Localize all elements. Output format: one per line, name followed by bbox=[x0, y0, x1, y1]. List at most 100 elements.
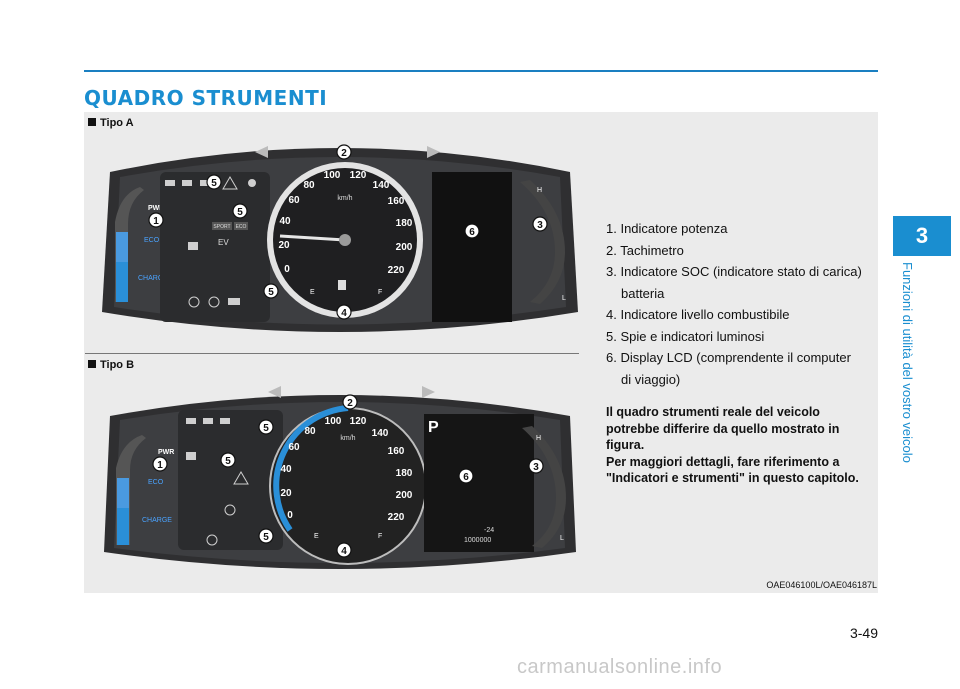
warning-triangle-icon bbox=[222, 176, 238, 190]
eco-label: ECO bbox=[144, 237, 160, 244]
fuel-full-label: F bbox=[378, 289, 382, 296]
svg-text:5: 5 bbox=[263, 532, 269, 543]
disclaimer-line-1: Il quadro strumenti reale del veicolo po… bbox=[606, 405, 840, 452]
cluster-a-illustration: PWR ECO CHARGE SPORT ECO EV 0 20 40 60 8… bbox=[102, 144, 578, 332]
eco-mode-box bbox=[234, 222, 248, 230]
cluster-b: PWR ECO CHARGE 0 20 40 60 80 100 120 140… bbox=[100, 380, 580, 580]
soc-high-label: H bbox=[536, 435, 541, 442]
top-rule bbox=[84, 70, 878, 72]
charge-label: CHARGE bbox=[138, 275, 168, 282]
callout-legend-item: 1. Indicatore potenza bbox=[606, 218, 876, 240]
svg-text:6: 6 bbox=[469, 227, 475, 238]
speed-tick-20: 20 bbox=[278, 240, 290, 251]
speed-tick-80: 80 bbox=[303, 180, 315, 191]
svg-text:3: 3 bbox=[533, 462, 539, 473]
callout-legend-text: 6. Display LCD (comprendente il computer bbox=[606, 350, 851, 365]
callout-2: 2 bbox=[336, 144, 352, 160]
svg-text:4: 4 bbox=[341, 546, 347, 557]
svg-text:5: 5 bbox=[268, 287, 274, 298]
speedometer-dial bbox=[269, 407, 427, 565]
cluster-a: PWR ECO CHARGE SPORT ECO EV 0 20 40 60 8… bbox=[100, 132, 580, 342]
image-credit: OAE046100L/OAE046187L bbox=[766, 580, 877, 590]
speed-unit-label: km/h bbox=[337, 195, 352, 202]
fuel-full-label: F bbox=[378, 533, 382, 540]
callout-badges: 1 2 3 4 5 5 5 6 bbox=[148, 144, 548, 320]
speed-tick-40: 40 bbox=[280, 464, 292, 475]
callout-5b: 5 bbox=[220, 452, 236, 468]
power-label: PWR bbox=[148, 205, 164, 212]
warning-lights-panel bbox=[178, 410, 283, 550]
page-number: 3-49 bbox=[849, 625, 878, 641]
callout-5a: 5 bbox=[258, 419, 274, 435]
svg-text:1: 1 bbox=[153, 216, 159, 227]
svg-text:2: 2 bbox=[347, 398, 353, 409]
sport-mode-label: SPORT bbox=[213, 224, 230, 230]
fuel-empty-label: E bbox=[314, 533, 319, 540]
left-turn-arrow-icon bbox=[255, 146, 268, 158]
callout-4: 4 bbox=[336, 542, 352, 558]
eco-label: ECO bbox=[148, 479, 164, 486]
car-icon bbox=[228, 298, 240, 305]
battery-icon bbox=[188, 242, 198, 250]
callout-4: 4 bbox=[336, 304, 352, 320]
speed-tick-80: 80 bbox=[304, 426, 316, 437]
variant-a-label: Tipo A bbox=[88, 117, 134, 129]
ev-mode-label: EV bbox=[218, 238, 229, 247]
callout-legend-text: 1. Indicatore potenza bbox=[606, 221, 728, 236]
soc-low-label: L bbox=[562, 295, 566, 302]
warning-lights-panel bbox=[160, 172, 270, 322]
power-label: PWR bbox=[158, 449, 174, 456]
left-turn-arrow-icon bbox=[268, 386, 281, 398]
soc-gauge-outline bbox=[522, 426, 566, 548]
warning-lights-icons bbox=[165, 176, 256, 308]
callout-legend: 1. Indicatore potenza 2. Tachimetro 3. I… bbox=[606, 218, 876, 390]
callout-legend-text: 4. Indicatore livello combustibile bbox=[606, 307, 790, 322]
odometer: 1000000 bbox=[464, 537, 491, 544]
speed-tick-140: 140 bbox=[372, 428, 389, 439]
callout-legend-text: 5. Spie e indicatori luminosi bbox=[606, 328, 765, 344]
callout-3: 3 bbox=[528, 458, 544, 474]
headlight-icon bbox=[165, 180, 175, 186]
speed-tick-60: 60 bbox=[288, 442, 300, 453]
variant-a-text: Tipo A bbox=[100, 117, 134, 129]
speed-tick-0: 0 bbox=[287, 510, 293, 521]
speed-tick-100: 100 bbox=[324, 170, 341, 181]
lcd-display bbox=[432, 172, 512, 322]
speed-tick-200: 200 bbox=[396, 490, 413, 501]
low-beam-icon bbox=[182, 180, 192, 186]
speed-tick-100: 100 bbox=[325, 416, 342, 427]
callout-legend-item: 3. Indicatore SOC (indicatore stato di c… bbox=[606, 261, 876, 304]
callout-2: 2 bbox=[342, 394, 358, 410]
eco-mode-label: ECO bbox=[236, 224, 247, 230]
svg-text:6: 6 bbox=[463, 472, 469, 483]
soc-gauge-outline bbox=[520, 180, 565, 304]
callout-6: 6 bbox=[464, 223, 480, 239]
fuel-empty-label: E bbox=[310, 289, 315, 296]
variant-b-label: Tipo B bbox=[88, 359, 134, 371]
svg-text:5: 5 bbox=[237, 207, 243, 218]
sport-mode-box bbox=[212, 222, 232, 230]
callout-legend-continuation: batteria bbox=[621, 285, 665, 301]
sun-icon bbox=[248, 179, 256, 187]
brake-icon bbox=[188, 296, 200, 308]
speed-tick-220: 220 bbox=[388, 512, 405, 523]
speed-tick-180: 180 bbox=[396, 218, 413, 229]
speed-tick-180: 180 bbox=[396, 468, 413, 479]
callout-1: 1 bbox=[148, 212, 164, 228]
svg-text:2: 2 bbox=[341, 148, 347, 159]
callout-5c: 5 bbox=[258, 528, 274, 544]
callout-legend-text: 2. Tachimetro bbox=[606, 242, 684, 258]
callout-badges: 1 2 3 4 5 5 5 6 bbox=[152, 394, 544, 558]
chapter-title-text: Funzioni di utilità del vostro veicolo bbox=[900, 262, 915, 463]
callout-1: 1 bbox=[152, 456, 168, 472]
callout-6: 6 bbox=[458, 468, 474, 484]
speed-tick-60: 60 bbox=[288, 195, 300, 206]
fog-light-icon bbox=[200, 180, 210, 186]
svg-text:5: 5 bbox=[263, 423, 269, 434]
section-title: QUADRO STRUMENTI bbox=[84, 86, 328, 110]
watermark: carmanualsonline.info bbox=[517, 656, 723, 678]
right-turn-arrow-icon bbox=[427, 146, 440, 158]
speed-tick-140: 140 bbox=[373, 180, 390, 191]
speed-tick-200: 200 bbox=[396, 242, 413, 253]
callout-5c: 5 bbox=[263, 283, 279, 299]
